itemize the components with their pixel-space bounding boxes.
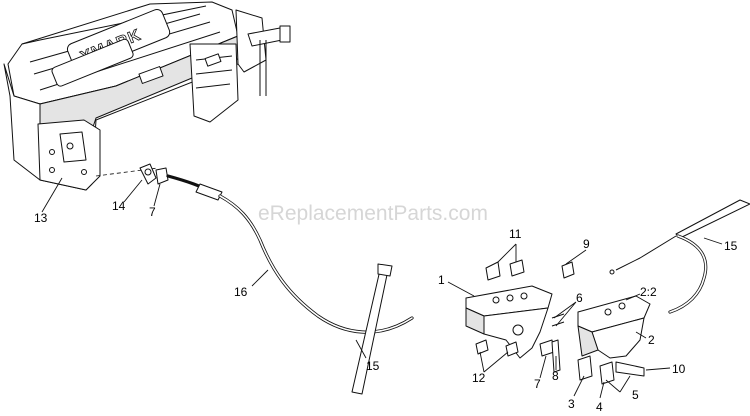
callout-4: 4 bbox=[596, 400, 603, 414]
callout-3: 3 bbox=[568, 397, 575, 411]
bracket-2 bbox=[577, 295, 651, 385]
cable-clip bbox=[139, 163, 169, 185]
callout-6: 6 bbox=[576, 291, 583, 305]
callout-9: 9 bbox=[583, 237, 590, 251]
callout-11: 11 bbox=[509, 227, 522, 241]
leader-lines bbox=[41, 177, 723, 399]
control-lever-15-left bbox=[351, 263, 393, 395]
callout-7: 7 bbox=[149, 205, 156, 219]
callout-14: 14 bbox=[112, 199, 126, 213]
control-lever-15-right bbox=[609, 199, 750, 314]
callout-5: 5 bbox=[632, 388, 639, 402]
callout-15: 15 bbox=[366, 359, 380, 373]
callout-7: 7 bbox=[534, 377, 541, 391]
callout-13: 13 bbox=[34, 211, 48, 225]
engine-assembly: XMARK bbox=[3, 1, 291, 191]
callout-8: 8 bbox=[552, 369, 559, 383]
bracket-1 bbox=[465, 259, 553, 359]
xmark-logo-2 bbox=[51, 38, 134, 87]
callout-2-2: 2:2 bbox=[640, 285, 657, 299]
watermark: eReplacementParts.com bbox=[258, 202, 488, 225]
callout-10: 10 bbox=[672, 362, 686, 376]
callout-2: 2 bbox=[648, 333, 655, 347]
callout-1: 1 bbox=[438, 273, 445, 287]
fasteners-center bbox=[475, 261, 575, 373]
callout-15: 15 bbox=[724, 239, 738, 253]
callout-16: 16 bbox=[234, 285, 248, 299]
callout-labels: 13 14 7 16 15 11 9 15 1 6 2:2 2 10 12 7 … bbox=[34, 199, 738, 414]
callout-12: 12 bbox=[472, 371, 486, 385]
